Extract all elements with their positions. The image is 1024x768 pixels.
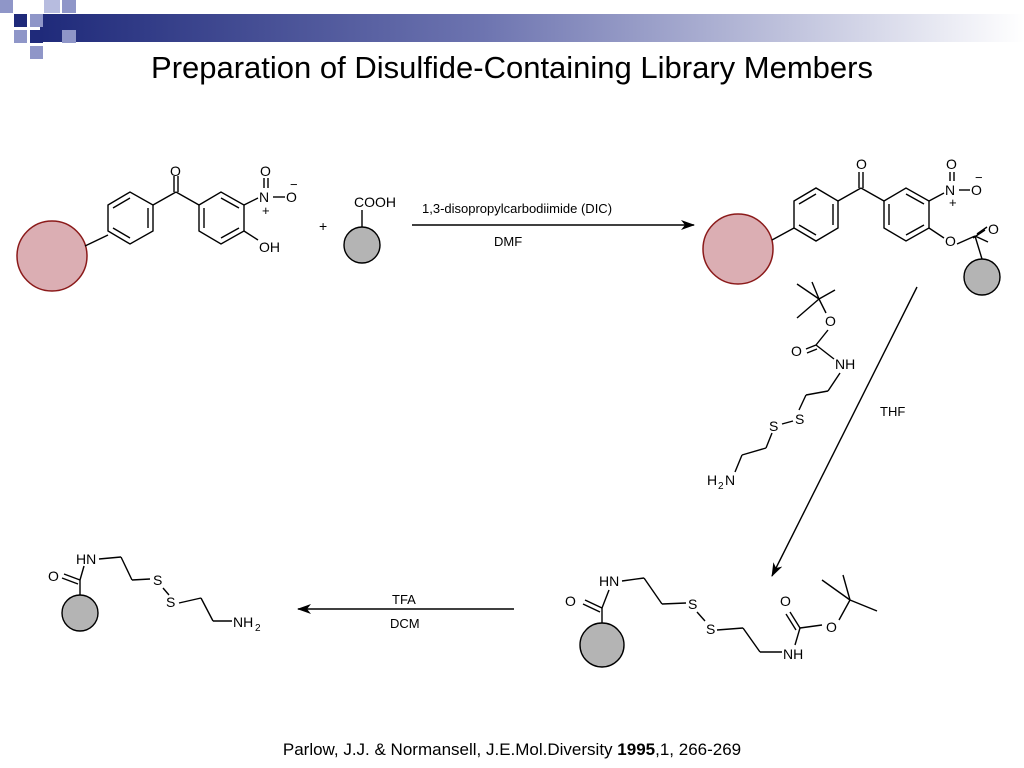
charge-label: + xyxy=(949,195,957,210)
deco-square xyxy=(14,30,27,43)
deco-square xyxy=(14,14,27,27)
citation-year: 1995 xyxy=(617,740,656,759)
atom-label: N xyxy=(945,182,955,198)
atom-label: HN xyxy=(599,573,619,589)
atom-label: O xyxy=(286,189,297,205)
header-gradient-bar xyxy=(40,14,1024,42)
reaction-arrow-step2 xyxy=(771,286,918,577)
atom-label: O xyxy=(988,221,999,237)
resin-bead-small xyxy=(579,622,625,668)
compound-resin-nitrophenol: O N O O − + OH xyxy=(16,163,298,292)
resin-bead-small xyxy=(963,258,1001,296)
atom-label: S xyxy=(688,596,697,612)
resin-bead-small xyxy=(343,226,381,264)
atom-label: H xyxy=(707,472,717,488)
atom-label: S xyxy=(166,594,175,610)
plus-sign: + xyxy=(319,218,327,234)
atom-label: O xyxy=(856,156,867,172)
atom-label: NH xyxy=(233,614,253,630)
atom-label: S xyxy=(153,572,162,588)
deco-square xyxy=(30,14,43,27)
citation: Parlow, J.J. & Normansell, J.E.Mol.Diver… xyxy=(0,740,1024,760)
corner-decoration xyxy=(0,0,1024,59)
deco-square xyxy=(30,46,43,59)
resin-bead-large xyxy=(702,213,774,285)
resin-bead-small xyxy=(61,594,99,632)
benzene-ring xyxy=(883,187,930,242)
reagent-label: TFA xyxy=(392,592,416,607)
atom-subscript: 2 xyxy=(255,623,261,634)
atom-label: O xyxy=(946,156,957,172)
atom-label: O xyxy=(260,163,271,179)
compound-resin-amine-disulfide: O HN S S NH 2 xyxy=(48,551,261,634)
charge-label: − xyxy=(290,177,298,192)
atom-label: OH xyxy=(259,239,280,255)
atom-label: O xyxy=(825,313,836,329)
atom-label: O xyxy=(826,619,837,635)
resin-bead-large xyxy=(16,220,88,292)
atom-label: O xyxy=(48,568,59,584)
atom-label: O xyxy=(791,343,802,359)
deco-square xyxy=(62,30,76,43)
deco-square xyxy=(30,30,43,43)
deco-square xyxy=(44,0,60,13)
atom-label: S xyxy=(706,621,715,637)
solvent-label: DCM xyxy=(390,616,420,631)
citation-volume-pages: ,1, 266-269 xyxy=(655,740,742,759)
compound-resin-boc-disulfide: O HN S S NH O O xyxy=(565,573,878,668)
solvent-label: DMF xyxy=(494,234,522,249)
deco-square xyxy=(0,0,13,13)
reagent-label: 1,3-disopropylcarbodiimide (DIC) xyxy=(422,201,612,216)
atom-label: NH xyxy=(783,646,803,662)
atom-label: N xyxy=(725,472,735,488)
reaction-scheme: O N O O − + OH + COOH 1,3-disopropylcarb… xyxy=(16,156,1001,668)
atom-label: HN xyxy=(76,551,96,567)
atom-label: O xyxy=(945,233,956,249)
benzene-ring xyxy=(107,191,154,245)
atom-label: S xyxy=(795,411,804,427)
solvent-label: THF xyxy=(880,404,905,419)
reagent-boc-cystamine: O O NH S S H 2 N xyxy=(707,281,855,492)
atom-label: O xyxy=(971,182,982,198)
atom-subscript: 2 xyxy=(718,481,724,492)
deco-square xyxy=(62,0,76,13)
compound-resin-activated-ester: O N O O − + O O xyxy=(702,156,1001,296)
atom-label: S xyxy=(769,418,778,434)
benzene-ring xyxy=(793,187,839,242)
atom-label: COOH xyxy=(354,194,396,210)
charge-label: + xyxy=(262,203,270,218)
charge-label: − xyxy=(975,170,983,185)
atom-label: NH xyxy=(835,356,855,372)
atom-label: O xyxy=(780,593,791,609)
slide-title: Preparation of Disulfide-Containing Libr… xyxy=(151,50,873,85)
compound-resin-carboxylic-acid: COOH xyxy=(343,194,396,264)
atom-label: N xyxy=(259,189,269,205)
citation-authors: Parlow, J.J. & Normansell, J.E.Mol.Diver… xyxy=(282,740,618,759)
benzene-ring xyxy=(198,191,245,245)
atom-label: O xyxy=(170,163,181,179)
atom-label: O xyxy=(565,593,576,609)
